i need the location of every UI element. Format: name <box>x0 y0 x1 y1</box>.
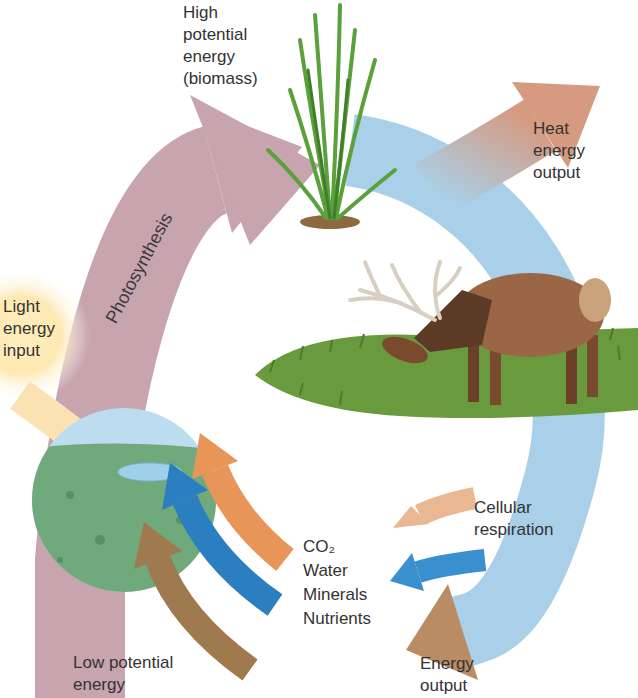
input-label: Water <box>303 560 383 582</box>
output-label: Energy output <box>420 653 500 697</box>
energy-label: Low potential energy <box>73 652 203 696</box>
input-label: Nutrients <box>303 608 383 630</box>
respiration-output-arrow <box>393 498 475 528</box>
respiration-output-arrow <box>390 553 485 591</box>
elk <box>350 262 611 405</box>
process-label: Cellular respiration <box>474 497 594 541</box>
output-label: Heat energy output <box>533 118 598 184</box>
process-label: Photosynthesis <box>101 209 178 327</box>
energy-label: High potential energy (biomass) <box>183 2 283 90</box>
sun <box>0 267 90 403</box>
input-label: Light energy input <box>3 296 65 362</box>
input-label: Minerals <box>303 584 383 606</box>
minerals-arrow <box>134 522 250 670</box>
input-label: CO₂ <box>303 536 383 558</box>
grass-plant <box>268 5 395 229</box>
heat-arrow <box>430 82 600 190</box>
photosynthesis-arrow <box>80 95 320 698</box>
